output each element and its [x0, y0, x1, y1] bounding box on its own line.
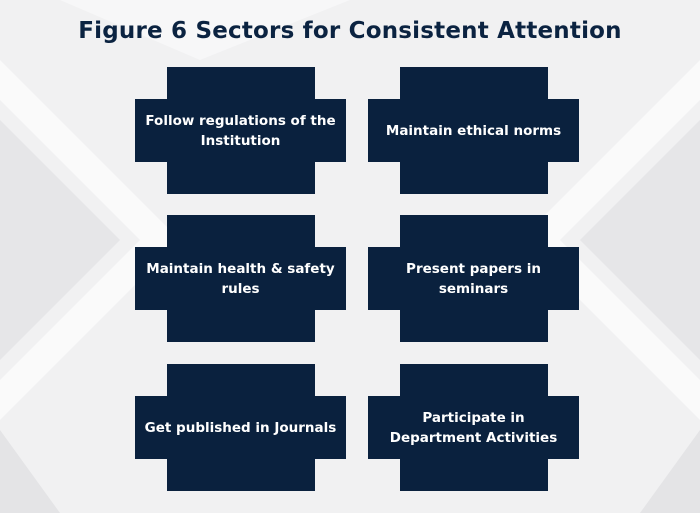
- sector-label: Follow regulations of the Institution: [145, 112, 336, 149]
- page-title: Figure 6 Sectors for Consistent Attentio…: [78, 18, 622, 44]
- sector-label: Participate in Department Activities: [389, 409, 558, 446]
- sector-label: Present papers in seminars: [406, 260, 541, 297]
- sector-box-5: Get published in Journals: [135, 364, 346, 491]
- sector-box-1: Follow regulations of the Institution: [135, 67, 346, 194]
- sector-box-3: Maintain health & safety rules: [135, 215, 346, 342]
- sector-label: Maintain ethical norms: [385, 122, 562, 139]
- sector-label: Get published in Journals: [144, 419, 337, 436]
- sector-box-4: Present papers in seminars: [368, 215, 579, 342]
- sector-box-2: Maintain ethical norms: [368, 67, 579, 194]
- sector-box-6: Participate in Department Activities: [368, 364, 579, 491]
- sector-label: Maintain health & safety rules: [146, 260, 335, 297]
